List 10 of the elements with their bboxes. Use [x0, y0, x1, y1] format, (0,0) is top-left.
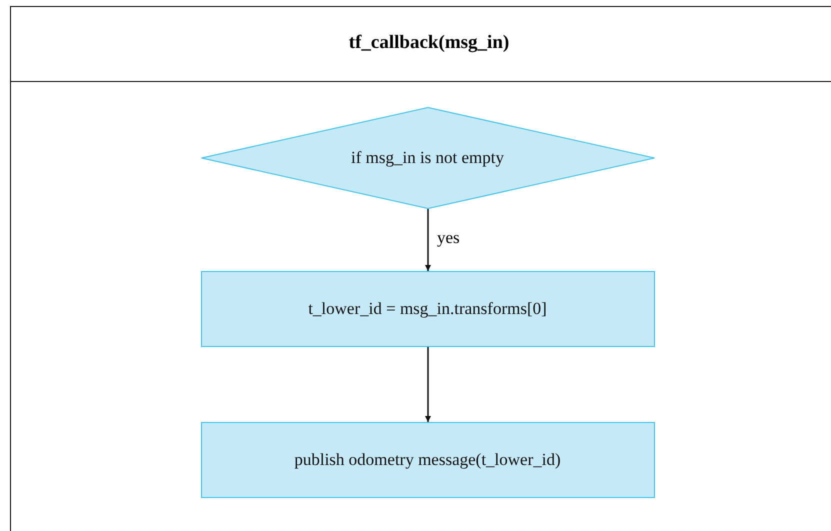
arrow: [425, 209, 431, 271]
process-text: t_lower_id = msg_in.transforms[0]: [307, 298, 548, 318]
function-frame: [10, 6, 831, 531]
arrow: [425, 347, 431, 422]
function-title: tf_callback(msg_in): [348, 32, 510, 54]
condition-text: if msg_in is not empty: [350, 148, 505, 168]
process-box: [200, 422, 654, 498]
process-box: [200, 270, 654, 346]
decision-diamond: [200, 106, 654, 208]
process-text: publish odometry message(t_lower_id): [293, 450, 562, 470]
